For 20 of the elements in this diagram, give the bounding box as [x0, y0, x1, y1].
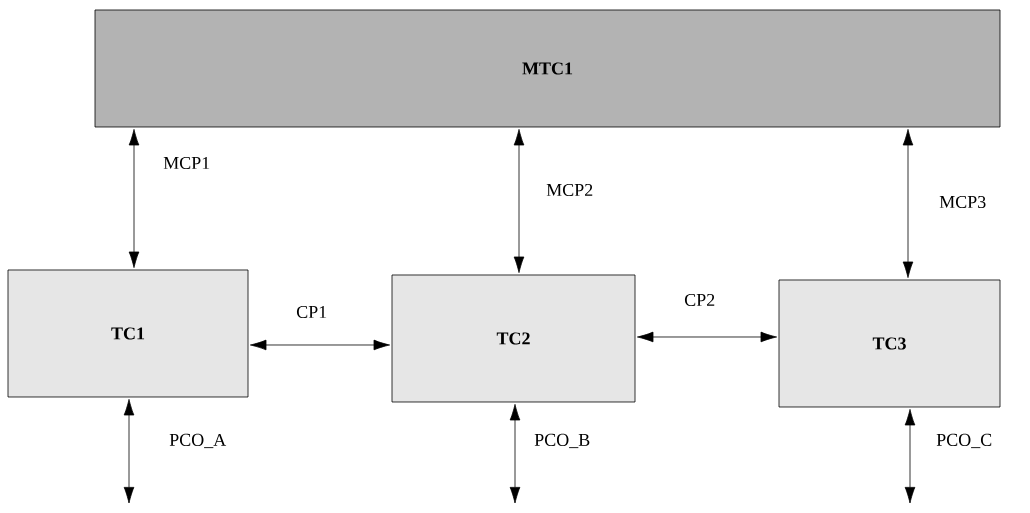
- arrow: [250, 339, 390, 351]
- box: TC3: [778, 279, 1001, 408]
- edge-label: PCO_B: [533, 432, 592, 450]
- arrow: [902, 129, 914, 278]
- box: TC1: [7, 269, 249, 398]
- edge-label: MCP1: [162, 155, 212, 171]
- arrow: [637, 331, 777, 343]
- arrow: [509, 404, 521, 504]
- edge-label: PCO_A: [168, 432, 228, 450]
- edge-label: CP1: [295, 304, 329, 320]
- edge-label: MCP2: [545, 182, 595, 198]
- arrow: [128, 129, 140, 268]
- arrow: [123, 399, 135, 504]
- arrow: [513, 129, 525, 273]
- edge-label: PCO_C: [935, 432, 994, 450]
- arrow: [904, 409, 916, 504]
- edge-label: MCP3: [938, 194, 988, 210]
- edge-label: CP2: [683, 292, 717, 308]
- box: TC2: [391, 274, 636, 403]
- box: MTC1: [94, 9, 1001, 128]
